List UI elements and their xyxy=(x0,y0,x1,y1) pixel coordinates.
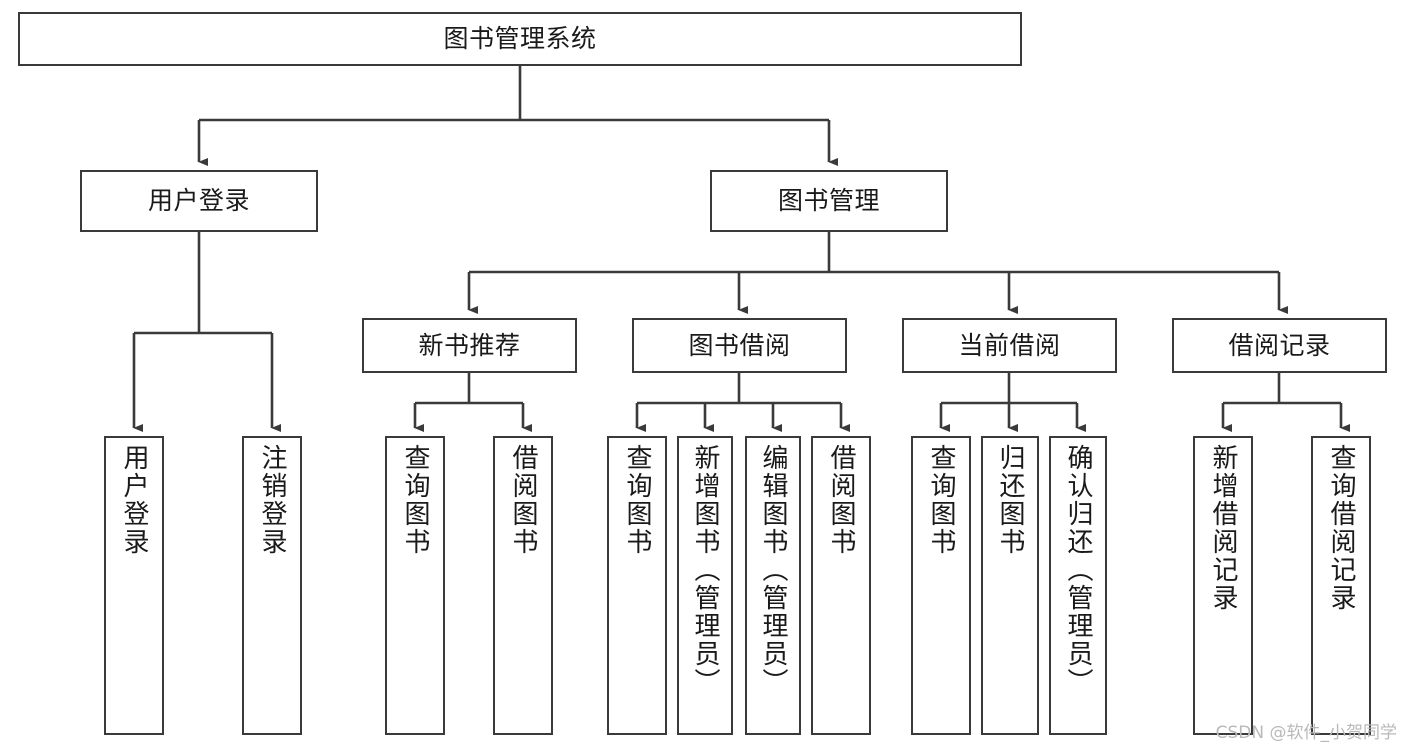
node-leaf-return-book-label: 归还图书 xyxy=(995,444,1025,556)
node-leaf-logout-label: 注销登录 xyxy=(257,444,287,556)
node-book-borrow-label: 图书借阅 xyxy=(688,330,791,360)
node-leaf-add-book-label: 新增图书（管理员） xyxy=(690,444,720,696)
node-leaf-confirm-return-label: 确认归还（管理员） xyxy=(1063,444,1093,696)
node-borrow-record[interactable]: 借阅记录 xyxy=(1172,318,1387,373)
node-leaf-query-record[interactable]: 查询借阅记录 xyxy=(1311,436,1371,735)
node-leaf-return-book[interactable]: 归还图书 xyxy=(981,436,1039,735)
node-current-borrow[interactable]: 当前借阅 xyxy=(902,318,1117,373)
node-book-manage[interactable]: 图书管理 xyxy=(710,170,948,232)
node-user-login[interactable]: 用户登录 xyxy=(80,170,318,232)
node-book-borrow[interactable]: 图书借阅 xyxy=(632,318,847,373)
node-leaf-query-book-2-label: 查询图书 xyxy=(622,444,652,556)
node-book-manage-label: 图书管理 xyxy=(777,186,880,216)
node-leaf-add-book[interactable]: 新增图书（管理员） xyxy=(677,436,733,735)
node-leaf-borrow-book-1-label: 借阅图书 xyxy=(508,444,538,556)
node-root-label: 图书管理系统 xyxy=(443,24,597,54)
node-leaf-borrow-book-1[interactable]: 借阅图书 xyxy=(493,436,553,735)
node-root[interactable]: 图书管理系统 xyxy=(18,12,1022,66)
node-leaf-query-book-3-label: 查询图书 xyxy=(926,444,956,556)
node-leaf-edit-book-label: 编辑图书（管理员） xyxy=(758,444,788,696)
node-leaf-user-login[interactable]: 用户登录 xyxy=(104,436,164,735)
node-leaf-user-login-label: 用户登录 xyxy=(119,444,149,556)
node-leaf-borrow-book-2[interactable]: 借阅图书 xyxy=(811,436,871,735)
node-leaf-borrow-book-2-label: 借阅图书 xyxy=(826,444,856,556)
node-leaf-query-record-label: 查询借阅记录 xyxy=(1326,444,1356,612)
node-new-book-recommend[interactable]: 新书推荐 xyxy=(362,318,577,373)
node-current-borrow-label: 当前借阅 xyxy=(958,330,1061,360)
node-leaf-query-book-3[interactable]: 查询图书 xyxy=(911,436,971,735)
node-leaf-add-record[interactable]: 新增借阅记录 xyxy=(1193,436,1253,735)
node-leaf-logout[interactable]: 注销登录 xyxy=(242,436,302,735)
node-leaf-edit-book[interactable]: 编辑图书（管理员） xyxy=(745,436,801,735)
node-leaf-query-book-2[interactable]: 查询图书 xyxy=(607,436,667,735)
node-leaf-query-book-1[interactable]: 查询图书 xyxy=(385,436,445,735)
csdn-watermark: CSDN @软件_小贺同学 xyxy=(1215,723,1397,743)
node-leaf-confirm-return[interactable]: 确认归还（管理员） xyxy=(1049,436,1107,735)
node-new-book-recommend-label: 新书推荐 xyxy=(418,330,521,360)
node-leaf-query-book-1-label: 查询图书 xyxy=(400,444,430,556)
node-leaf-add-record-label: 新增借阅记录 xyxy=(1208,444,1238,612)
node-user-login-label: 用户登录 xyxy=(147,186,250,216)
node-borrow-record-label: 借阅记录 xyxy=(1228,330,1331,360)
